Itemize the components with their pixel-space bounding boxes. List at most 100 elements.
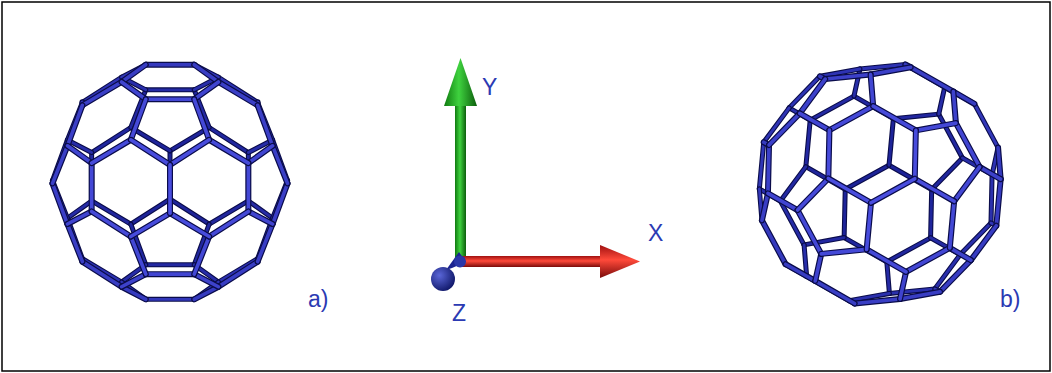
bond-outline [911,67,954,91]
bond-outline [996,179,1000,226]
bond-outline [82,82,121,105]
bond-outline [867,203,871,250]
bond-outline [950,201,954,248]
bond-outline [769,113,800,145]
bond-outline [146,62,194,68]
bond [825,75,870,80]
bond [915,130,916,178]
bond-outline [806,120,810,167]
bond [759,142,763,189]
bond [845,165,889,189]
bond [146,88,194,91]
bond [170,140,209,165]
bond [248,211,272,224]
bond-outline [991,175,992,223]
bond-outline [218,82,257,105]
bond-outline [810,96,854,120]
bond-outline [258,105,273,146]
bond-outline [932,158,963,190]
bond [168,165,172,213]
bond [798,178,829,210]
bond [844,189,845,237]
bond-outline [131,99,146,140]
bond-outline [131,236,146,274]
bond [209,211,248,236]
bond [867,203,871,250]
y-axis-shaft [455,103,466,263]
bond-outline [768,193,798,210]
bond [82,82,121,105]
bond-outline [871,179,915,203]
bond-outline [146,262,194,267]
bond-outline [131,140,170,165]
bond-outline [768,145,769,193]
bond [991,175,992,223]
bond-outline [845,165,889,189]
y-axis-head [444,58,477,106]
bond [953,92,956,124]
fullerene-view-b [759,64,1000,303]
bond [915,179,954,202]
bond-outline [786,264,816,281]
bond-outline [52,183,67,224]
bond-outline [867,249,906,272]
bond [146,97,194,101]
bond [939,114,963,158]
bond-outline [122,287,146,300]
bond-outline [170,140,209,165]
bond [218,262,257,287]
panel-label: a) [308,288,328,311]
bond-outline [92,140,131,163]
bond [131,140,170,165]
bond [146,63,194,67]
bond [893,114,938,119]
bond [92,140,131,163]
bond [194,65,218,82]
bond [996,179,1000,226]
bond [131,199,170,224]
bond-outline [906,248,950,272]
bond [950,248,971,260]
bond [828,130,829,178]
axis-label: Y [482,76,497,99]
z-axis-shaft [446,252,466,270]
bond [769,113,800,145]
bond [122,287,146,300]
bond [940,260,971,292]
bond-outline [248,211,272,224]
bond-outline [855,299,900,304]
bond-outline [800,79,825,113]
bond-outline [828,130,829,178]
bond-outline [798,178,829,210]
bond [762,220,786,264]
bond-outline [825,75,870,80]
bond-outline [916,123,956,130]
bond-outline [829,106,873,130]
bond [52,146,67,184]
bond [90,163,94,211]
bond-outline [194,274,218,287]
bond-outline [915,179,954,202]
bond-outline [956,123,980,167]
bond-outline [258,224,273,262]
bond-outline [939,114,963,158]
bond [52,183,67,224]
bond-outline [931,190,932,238]
bond-outline [248,146,272,163]
bond [906,248,950,272]
bond [821,249,866,254]
bond [194,287,218,300]
bond [768,145,769,193]
bond-outline [273,146,288,184]
bond-outline [915,130,916,178]
bond [916,123,956,130]
bond [194,274,218,287]
bond-outline [971,226,996,260]
bond [980,167,1001,179]
bond [954,167,979,201]
bond [170,199,209,224]
bond-outline [209,140,248,163]
bond [867,249,906,272]
bond-outline [194,287,218,300]
bond-outline [245,163,251,211]
